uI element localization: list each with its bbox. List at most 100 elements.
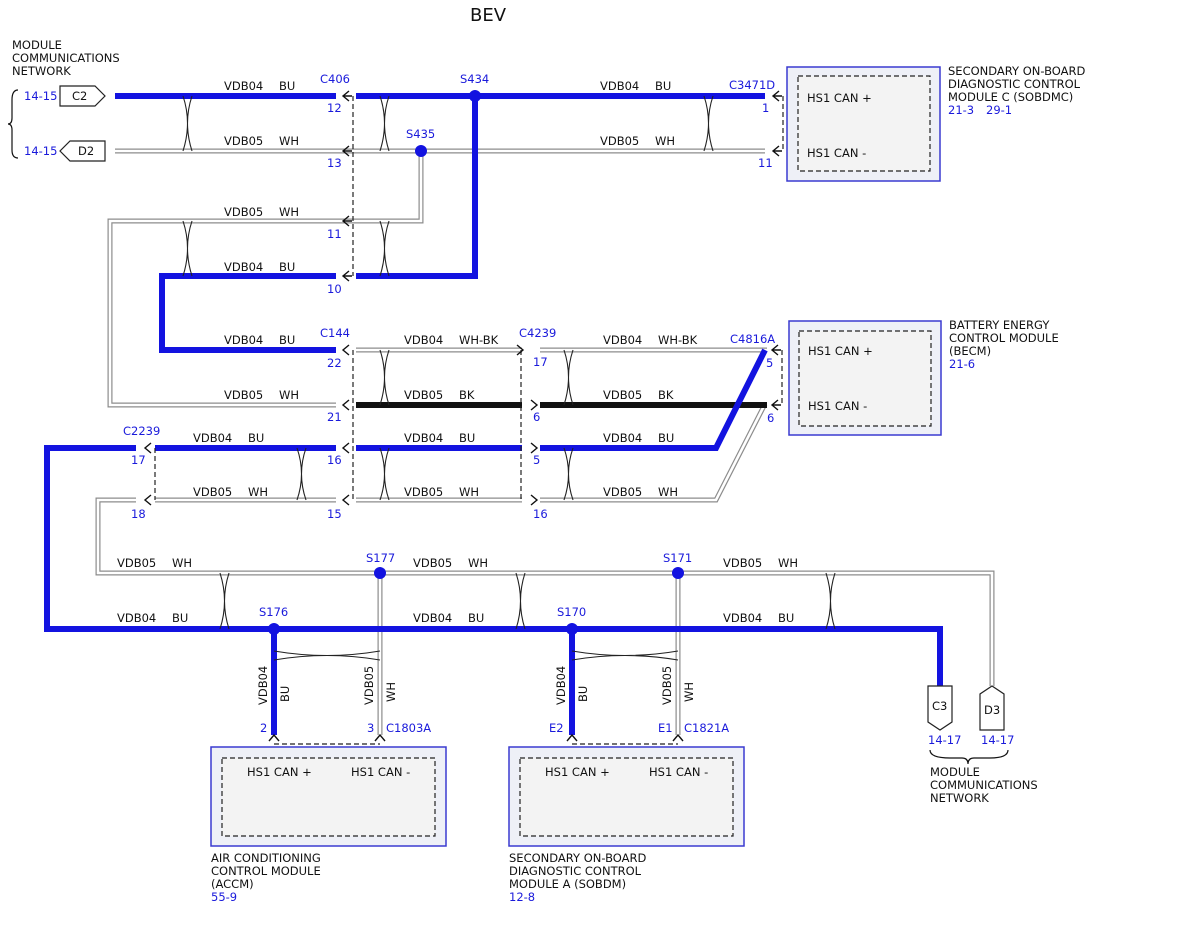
connector-d3-name: D3 <box>984 703 1000 717</box>
wire-color-wh: WH <box>279 134 299 148</box>
wire-color-bu: BU <box>658 431 674 445</box>
accm-pin-minus: HS1 CAN - <box>351 765 410 779</box>
wire-color-wh: WH <box>172 556 192 570</box>
wire-color-wh-bk: WH-BK <box>459 333 499 347</box>
pin-18: 18 <box>131 507 146 521</box>
network-label-left-line2: COMMUNICATIONS <box>12 51 120 65</box>
connector-d2[interactable]: D2 14-15 <box>24 140 106 162</box>
wire-label-vdb04: VDB04 <box>723 611 762 625</box>
splice-s170 <box>566 623 578 635</box>
label-s435[interactable]: S435 <box>406 127 435 141</box>
sobdmc-ref-b[interactable]: 29-1 <box>986 103 1012 117</box>
module-accm[interactable]: HS1 CAN + HS1 CAN - AIR CONDITIONING CON… <box>210 746 447 904</box>
wire-label-vdb05: VDB05 <box>117 556 156 570</box>
brace-icon <box>929 749 1009 765</box>
becm-ref[interactable]: 21-6 <box>949 357 975 371</box>
diagram-title: BEV <box>470 5 507 26</box>
connector-d2-name: D2 <box>78 144 94 158</box>
connector-d2-ref[interactable]: 14-15 <box>24 144 57 158</box>
accm-ref[interactable]: 55-9 <box>211 890 237 904</box>
wire-color-wh: WH <box>655 134 675 148</box>
label-c144[interactable]: C144 <box>320 326 350 340</box>
sobdm-ref[interactable]: 12-8 <box>509 890 535 904</box>
connector-d3-ref[interactable]: 14-17 <box>981 733 1014 747</box>
wire-color-bu: BU <box>576 686 590 702</box>
network-label-right-line3: NETWORK <box>930 791 989 805</box>
wire-color-wh: WH <box>682 682 696 702</box>
module-sobdm[interactable]: HS1 CAN + HS1 CAN - SECONDARY ON-BOARD D… <box>508 746 745 904</box>
connector-tag-icon <box>59 140 106 162</box>
wire-color-wh: WH <box>459 485 479 499</box>
sobdmc-name-line1: SECONDARY ON-BOARD <box>948 64 1085 78</box>
wire-color-bu: BU <box>279 79 295 93</box>
connector-c2-ref[interactable]: 14-15 <box>24 89 57 103</box>
connector-tag-icon <box>979 685 1005 731</box>
sobdmc-pin-minus: HS1 CAN - <box>807 146 866 160</box>
label-s434[interactable]: S434 <box>460 72 489 86</box>
wire-color-bu: BU <box>279 333 295 347</box>
wire-color-wh: WH <box>248 485 268 499</box>
accm-name-line1: AIR CONDITIONING <box>211 851 321 865</box>
pin-5: 5 <box>766 356 773 370</box>
network-label-right-line1: MODULE <box>930 765 980 779</box>
splices <box>268 90 684 635</box>
connector-c2[interactable]: C2 14-15 <box>24 85 106 107</box>
label-c406[interactable]: C406 <box>320 72 350 86</box>
wire-label-vdb05: VDB05 <box>603 388 642 402</box>
pin-15: 15 <box>327 507 342 521</box>
label-c4816a[interactable]: C4816A <box>730 332 775 346</box>
wire-label-vdb05: VDB05 <box>603 485 642 499</box>
splice-s171 <box>672 567 684 579</box>
wire-label-vdb05: VDB05 <box>600 134 639 148</box>
wire-label-vdb04: VDB04 <box>600 79 639 93</box>
sobdm-name-line1: SECONDARY ON-BOARD <box>509 851 646 865</box>
module-becm[interactable]: HS1 CAN + HS1 CAN - BATTERY ENERGY CONTR… <box>788 318 1059 436</box>
label-c1803a[interactable]: C1803A <box>386 721 431 735</box>
label-c3471d[interactable]: C3471D <box>729 78 775 92</box>
splice-s434 <box>469 90 481 102</box>
wire-color-bu: BU <box>459 431 475 445</box>
pin-2: 2 <box>260 721 267 735</box>
label-s177[interactable]: S177 <box>366 551 395 565</box>
wire-color-bu: BU <box>468 611 484 625</box>
sobdmc-name-line3: MODULE C (SOBDMC) <box>948 90 1073 104</box>
label-s176[interactable]: S176 <box>259 605 288 619</box>
sobdmc-ref-a[interactable]: 21-3 <box>948 103 974 117</box>
connector-d3[interactable]: D3 14-17 <box>979 685 1014 747</box>
label-c4239[interactable]: C4239 <box>519 326 556 340</box>
label-c1821a[interactable]: C1821A <box>684 721 729 735</box>
wire-label-vdb05: VDB05 <box>224 134 263 148</box>
bu-wires <box>44 93 943 735</box>
wire-label-vdb04: VDB04 <box>224 79 263 93</box>
pin-6: 6 <box>767 411 774 425</box>
pin-10: 10 <box>327 282 342 296</box>
network-label-left: MODULE COMMUNICATIONS NETWORK <box>7 38 120 159</box>
wire-color-wh: WH <box>658 485 678 499</box>
connector-c3-ref[interactable]: 14-17 <box>928 733 961 747</box>
wire-label-vdb04: VDB04 <box>193 431 232 445</box>
connector-c2-name: C2 <box>72 89 87 103</box>
wire-color-wh: WH <box>778 556 798 570</box>
becm-pin-minus: HS1 CAN - <box>808 399 867 413</box>
wire-label-vdb05: VDB05 <box>723 556 762 570</box>
accm-pin-plus: HS1 CAN + <box>247 765 312 779</box>
wire-color-bk: BK <box>459 388 475 402</box>
pin-6: 6 <box>533 410 540 424</box>
wire-color-bu: BU <box>778 611 794 625</box>
label-s171[interactable]: S171 <box>663 551 692 565</box>
pin-e2: E2 <box>549 721 564 735</box>
module-sobdmc[interactable]: HS1 CAN + HS1 CAN - SECONDARY ON-BOARD D… <box>786 64 1085 182</box>
wire-label-vdb04: VDB04 <box>256 666 270 705</box>
connector-tag-icon <box>927 685 953 731</box>
splice-s177 <box>374 567 386 579</box>
wire-label-vdb05: VDB05 <box>404 485 443 499</box>
wire-label-vdb05: VDB05 <box>224 205 263 219</box>
label-c2239[interactable]: C2239 <box>123 424 160 438</box>
brace-icon <box>7 89 19 159</box>
network-label-left-line3: NETWORK <box>12 64 71 78</box>
wire-color-wh-bk: WH-BK <box>658 333 698 347</box>
pin-22: 22 <box>327 356 342 370</box>
connector-c3[interactable]: C3 14-17 <box>927 685 961 747</box>
label-s170[interactable]: S170 <box>557 605 586 619</box>
wire-label-vdb04: VDB04 <box>224 333 263 347</box>
